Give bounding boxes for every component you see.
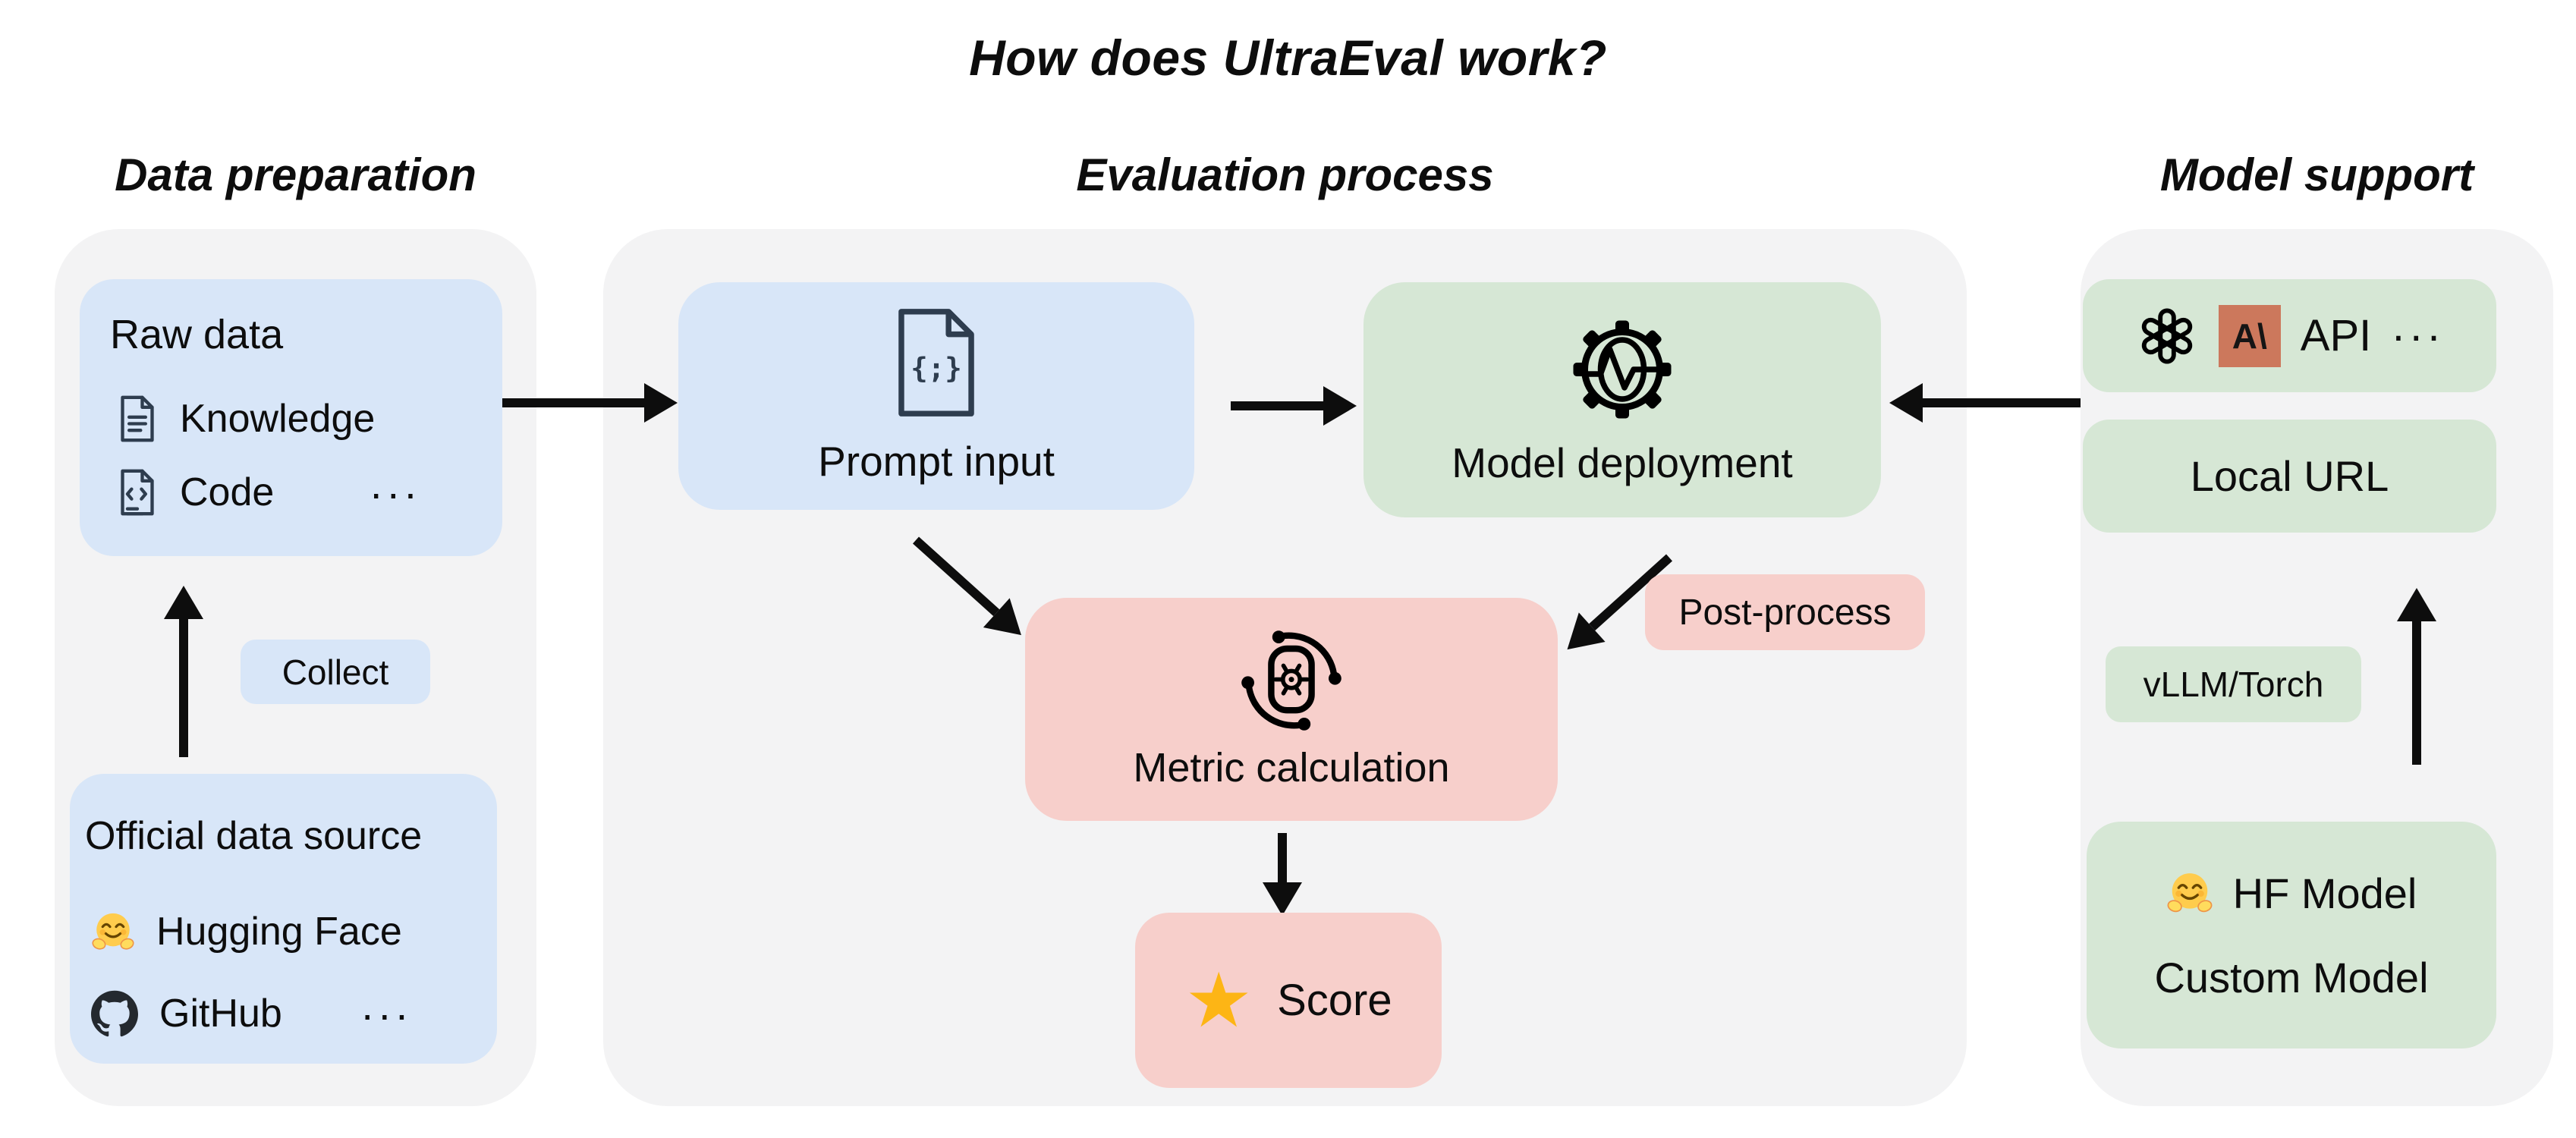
ellipsis-more: ··· bbox=[369, 468, 421, 517]
model-deployment-box: Model deployment bbox=[1363, 282, 1881, 517]
arrow-source-to-rawdata bbox=[179, 619, 188, 757]
arrow-hfmodel-to-localurl bbox=[2412, 621, 2421, 765]
document-icon bbox=[121, 395, 154, 442]
arrow-api-to-model bbox=[1923, 398, 2081, 407]
github-icon bbox=[91, 990, 138, 1037]
score-label: Score bbox=[1277, 976, 1392, 1025]
page-title: How does UltraEval work? bbox=[969, 30, 1607, 86]
hugging-face-emoji-icon bbox=[92, 913, 134, 950]
prompt-input-box: {;} Prompt input bbox=[678, 282, 1194, 510]
list-item: Hugging Face bbox=[91, 904, 402, 959]
openai-logo-icon bbox=[2141, 307, 2192, 364]
heading-data-preparation: Data preparation bbox=[115, 149, 477, 200]
arrow-rawdata-to-prompt bbox=[501, 398, 644, 407]
post-process-label: Post-process bbox=[1678, 592, 1892, 633]
ellipsis-more: ··· bbox=[2391, 311, 2445, 360]
api-label: API bbox=[2300, 311, 2372, 360]
collect-chip: Collect bbox=[241, 640, 430, 704]
anthropic-logo-icon: A\ bbox=[2218, 304, 2281, 367]
model-deployment-label: Model deployment bbox=[1452, 439, 1793, 486]
list-item: Code ··· bbox=[118, 465, 420, 520]
official-source-item-label: Hugging Face bbox=[156, 910, 402, 954]
anthropic-monogram: A\ bbox=[2232, 316, 2267, 356]
list-item: Knowledge bbox=[118, 391, 375, 446]
local-url-box: Local URL bbox=[2083, 420, 2496, 533]
arrow-metric-to-score bbox=[1278, 833, 1287, 882]
raw-data-box: Raw data Knowledge Code ··· bbox=[80, 279, 502, 556]
custom-model-label: Custom Model bbox=[2154, 953, 2429, 1001]
official-source-item-label: GitHub bbox=[159, 992, 282, 1036]
raw-data-item-label: Code bbox=[180, 470, 275, 514]
score-box: ★ Score bbox=[1135, 913, 1442, 1088]
code-file-icon bbox=[121, 469, 154, 516]
list-item: HF Model bbox=[2166, 869, 2417, 918]
hf-model-box: HF Model Custom Model bbox=[2087, 822, 2496, 1048]
metric-calculation-label: Metric calculation bbox=[1133, 745, 1450, 791]
metric-calculation-box: Metric calculation bbox=[1025, 598, 1558, 821]
metric-orbit-gear-icon bbox=[1241, 630, 1341, 731]
gear-pulse-icon bbox=[1573, 320, 1672, 419]
list-item: GitHub ··· bbox=[91, 986, 412, 1041]
ellipsis-more: ··· bbox=[360, 989, 412, 1038]
raw-data-title: Raw data bbox=[110, 312, 284, 357]
vllm-torch-chip: vLLM/Torch bbox=[2106, 646, 2361, 722]
post-process-chip: Post-process bbox=[1645, 574, 1925, 650]
collect-label: Collect bbox=[282, 652, 389, 692]
svg-text:{;}: {;} bbox=[911, 351, 961, 385]
star-icon: ★ bbox=[1184, 957, 1253, 1043]
arrow-prompt-to-model bbox=[1231, 401, 1323, 410]
official-data-source-title: Official data source bbox=[85, 814, 423, 858]
hugging-face-emoji-icon bbox=[2167, 873, 2213, 913]
vllm-torch-label: vLLM/Torch bbox=[2143, 665, 2324, 704]
prompt-input-label: Prompt input bbox=[818, 438, 1055, 485]
hf-model-label: HF Model bbox=[2232, 869, 2417, 917]
api-box: A\ API ··· bbox=[2083, 279, 2496, 392]
local-url-label: Local URL bbox=[2190, 452, 2389, 500]
official-data-source-box: Official data source Hugging Face GitHub… bbox=[70, 774, 497, 1064]
json-file-icon: {;} bbox=[898, 309, 974, 417]
raw-data-item-label: Knowledge bbox=[180, 397, 376, 441]
heading-evaluation-process: Evaluation process bbox=[1076, 149, 1494, 200]
heading-model-support: Model support bbox=[2159, 149, 2474, 200]
